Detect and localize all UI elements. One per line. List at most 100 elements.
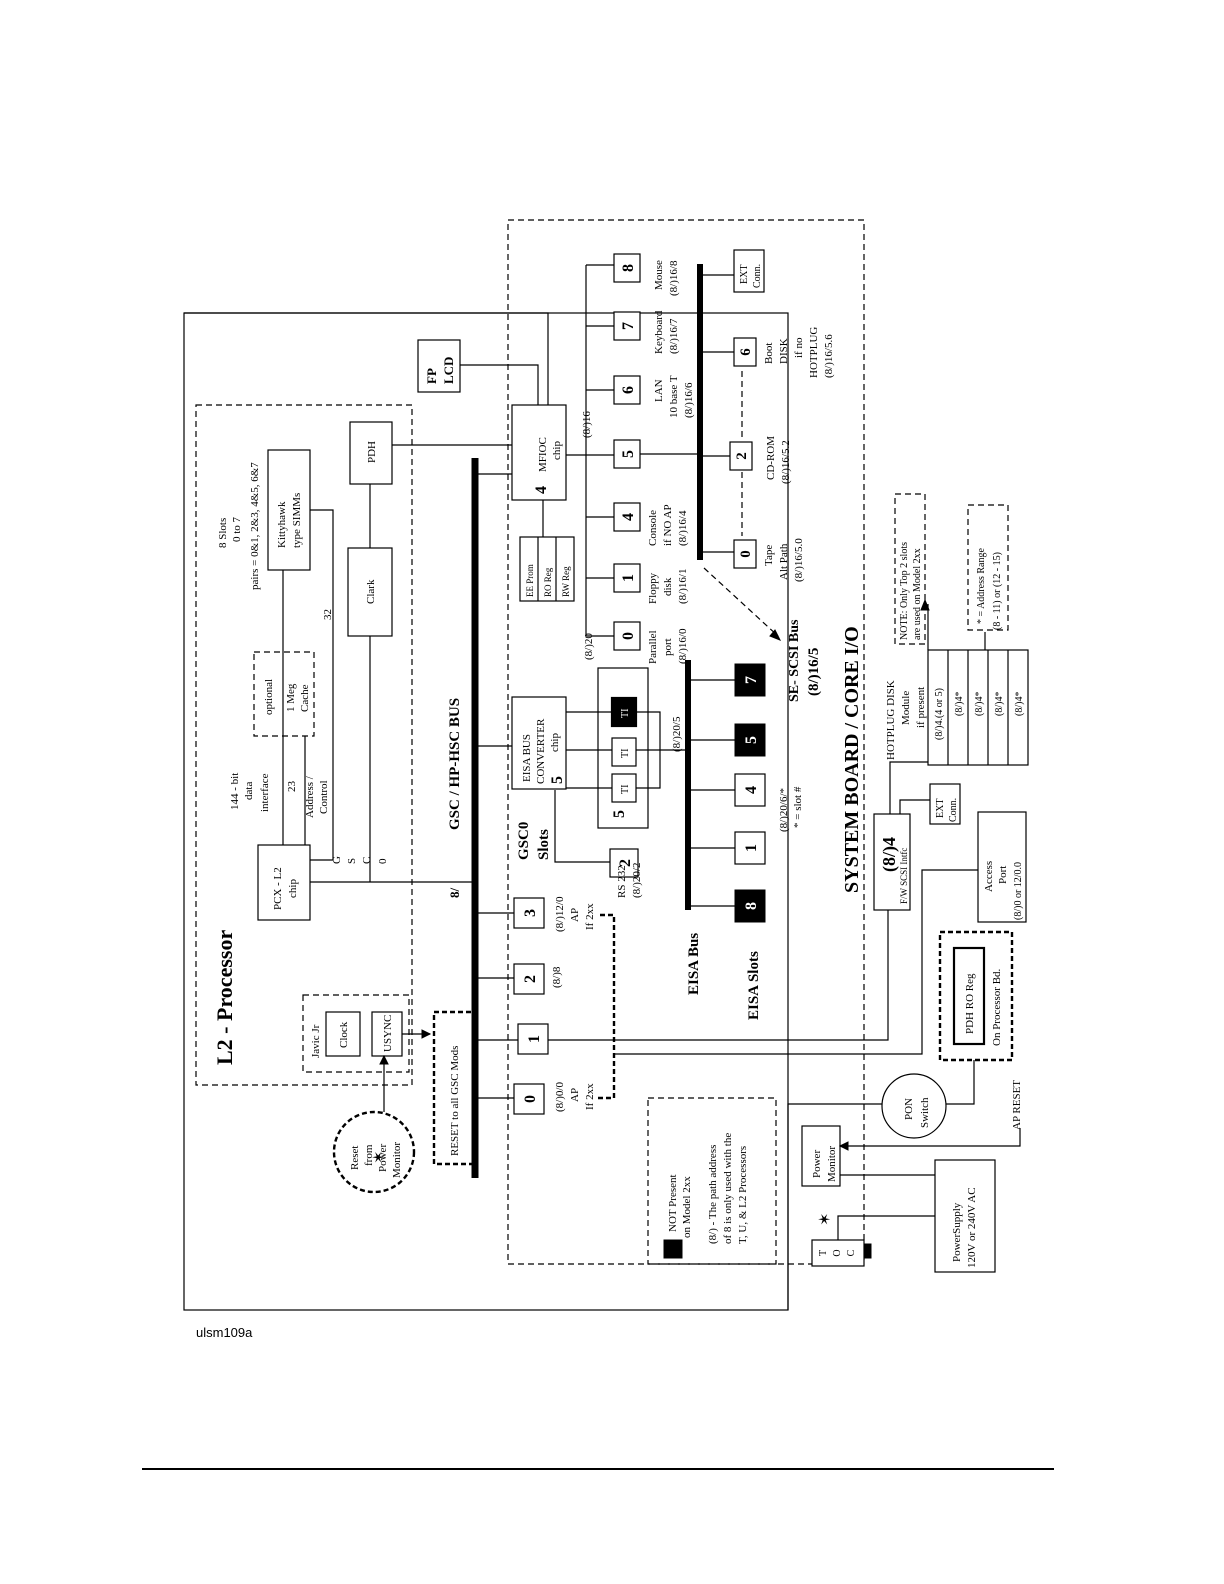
eisa-slot-4: 4 bbox=[688, 773, 766, 807]
core-slot-0: 0 Parallel port (8/)16/0 bbox=[586, 621, 689, 664]
ti-num: 5 bbox=[611, 810, 628, 818]
eisa-slot-num: 7 bbox=[743, 676, 760, 684]
core-slot-label: Floppy bbox=[647, 572, 659, 604]
arrow-head bbox=[769, 629, 782, 641]
legend-path-note: of 8 is only used with the bbox=[722, 1133, 734, 1244]
hotplug-label: if present bbox=[915, 687, 927, 728]
note-label: are used on Model 2xx bbox=[912, 548, 923, 640]
slot1-scsi-line bbox=[548, 910, 889, 1041]
scsi-dev-num: 0 bbox=[738, 550, 754, 558]
core-slot-label: (8/)16/8 bbox=[668, 260, 680, 296]
fp-lcd-label: FP bbox=[424, 368, 439, 384]
usync-label: USYNC bbox=[382, 1015, 394, 1052]
reset-from-label: Monitor bbox=[391, 1142, 403, 1178]
eisa-slot-box bbox=[734, 723, 766, 757]
gsc-slot-label: If 2xx bbox=[584, 903, 596, 930]
eisa-slot-1: 1 bbox=[688, 831, 766, 865]
rom-label: RO Reg bbox=[543, 567, 553, 597]
eisa-slot-num: 1 bbox=[743, 844, 760, 852]
core-slot-box bbox=[613, 502, 641, 532]
eisa-slot-num: 5 bbox=[743, 736, 760, 744]
gsc0-letter: C bbox=[361, 857, 373, 864]
power-monitor-label: Power bbox=[811, 1150, 823, 1178]
eisa-slot-box bbox=[734, 663, 766, 697]
clock-label: Clock bbox=[338, 1021, 350, 1048]
eisa-slot-box bbox=[734, 773, 766, 807]
system-title: SYSTEM BOARD / CORE I/O bbox=[841, 626, 863, 893]
ext-conn-label: EXT bbox=[739, 265, 750, 284]
scsi-dev-label: CD-ROM bbox=[765, 436, 777, 480]
hotplug-label: HOTPLUG DISK bbox=[885, 680, 897, 760]
addr-range-label: * = Address Range bbox=[976, 548, 987, 624]
path-8205: (8/)20/5 bbox=[671, 716, 683, 752]
scsi-dev-label: DISK bbox=[778, 338, 790, 364]
simm-label: type SIMMs bbox=[291, 493, 303, 548]
scsi-dev-label: Tape bbox=[763, 545, 775, 566]
toc-symbol: ✶ bbox=[817, 1213, 834, 1226]
num-23: 23 bbox=[286, 781, 298, 793]
power-monitor-box bbox=[801, 1125, 841, 1187]
reset-all-label: RESET to all GSC Mods bbox=[449, 1046, 461, 1156]
toc-psu-line bbox=[837, 1215, 935, 1240]
eisa-slot-box bbox=[734, 831, 766, 865]
toc-switch bbox=[863, 1243, 872, 1259]
core-slot-box bbox=[613, 621, 641, 651]
core-slot-8: 8 Mouse (8/)16/8 bbox=[586, 253, 680, 296]
access-port-label: Access bbox=[983, 861, 995, 892]
gsc-slot-2 bbox=[513, 963, 545, 995]
addr-ctrl-label: Address / bbox=[304, 775, 316, 818]
gsc0-letter: S bbox=[346, 858, 358, 864]
access-port-label: Port bbox=[997, 866, 1009, 884]
toc-letter: C bbox=[846, 1249, 857, 1256]
scsi-dev-num: 2 bbox=[734, 452, 750, 460]
slots-info-line: 8 Slots bbox=[217, 518, 229, 548]
hotplug-cell: (8/)4.(4 or 5) bbox=[934, 688, 945, 740]
gsc0-slots-label: GSC0 bbox=[516, 822, 532, 860]
scsi-device-6: 6 Boot DISK if no HOTPLUG (8/)16/5.6 bbox=[733, 327, 835, 378]
core-slot-label: Keyboard bbox=[653, 310, 665, 354]
core-slot-label: port bbox=[662, 638, 674, 656]
core-slot-box bbox=[613, 311, 641, 341]
core-slot-box bbox=[613, 375, 641, 405]
access-port-label: (8/)0 or 12/0.0 bbox=[1013, 862, 1024, 920]
eisa-path-label: (8/)20/6/* bbox=[778, 788, 790, 832]
eisa-conv-label: chip bbox=[549, 733, 561, 752]
eisa-conv-num: 5 bbox=[549, 776, 566, 784]
hotplug-cell: (8/)4* bbox=[1014, 692, 1025, 716]
slots-info-line: pairs = 0&1, 2&3, 4&5, 6&7 bbox=[249, 462, 261, 590]
pcx-label: PCX - L2 bbox=[272, 867, 284, 910]
eisa-conv-label: EISA BUS bbox=[521, 734, 533, 782]
scsi-dev-box bbox=[733, 337, 757, 367]
clock-box bbox=[325, 1011, 361, 1057]
fp-lcd-box bbox=[417, 339, 461, 393]
scsi-ext-line bbox=[899, 799, 930, 814]
core-slot-6: 6 LAN 10 base T (8/)16/6 bbox=[586, 375, 695, 418]
power-supply-label: 120V or 240V AC bbox=[966, 1187, 978, 1268]
legend-path-note: T, U, & L2 Processors bbox=[737, 1146, 749, 1244]
ti-label: TI bbox=[620, 709, 631, 718]
pdh-label: PDH bbox=[366, 441, 378, 463]
toc-letter: T bbox=[818, 1250, 829, 1256]
core-slot-num: 0 bbox=[620, 632, 637, 640]
gsc-slot-label: (8/)8 bbox=[551, 966, 563, 988]
clark-label: Clark bbox=[365, 579, 377, 604]
rs232-num: 2 bbox=[617, 859, 634, 867]
cache-label: Cache bbox=[299, 684, 311, 712]
power-supply-box bbox=[934, 1159, 996, 1273]
data-iface-label: data bbox=[243, 782, 255, 800]
rs232-label: (8/)20/2 bbox=[631, 863, 643, 898]
ti-box bbox=[611, 737, 637, 767]
core-slot-label: (8/)16/0 bbox=[677, 628, 689, 664]
simm-label: Kittyhawk bbox=[276, 501, 288, 548]
gsc-slot-0 bbox=[513, 1083, 545, 1115]
scsi-dev-box bbox=[733, 539, 757, 569]
data-iface-label: interface bbox=[259, 773, 271, 812]
gsc0-letter: 0 bbox=[377, 858, 389, 864]
pdh-box bbox=[349, 421, 393, 485]
mfioc-num: 4 bbox=[533, 486, 550, 494]
hotplug-cell: (8/)4* bbox=[974, 692, 985, 716]
rom-label: EE Prom bbox=[525, 564, 535, 597]
arrow-head bbox=[379, 1054, 389, 1065]
scsi-device-2: 2 CD-ROM (8/)16/5.2 bbox=[729, 436, 792, 484]
ti-label: TI bbox=[620, 785, 631, 794]
